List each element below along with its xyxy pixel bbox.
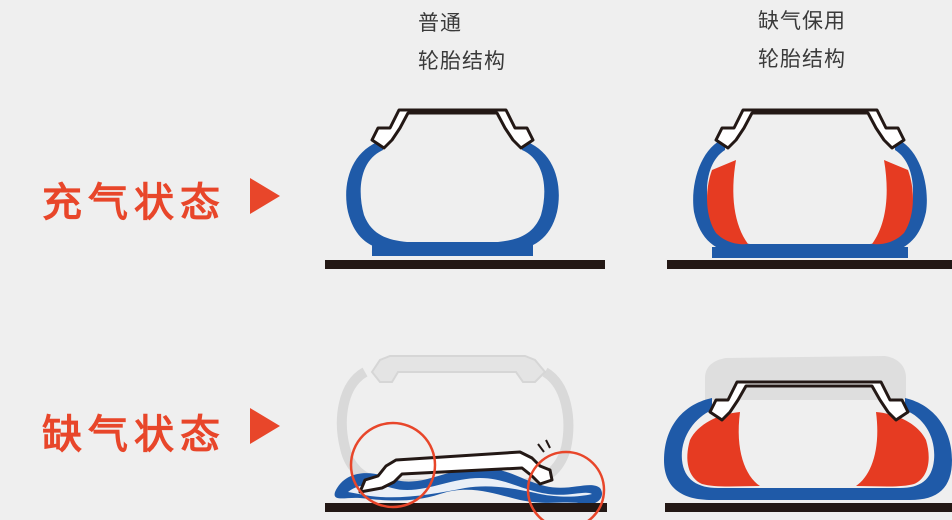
normal-inflated-tire: [325, 108, 605, 269]
runflat-deflated-insert-left: [687, 412, 760, 487]
deflated-state-label: 缺气状态: [42, 412, 226, 458]
inflated-arrow-icon: [250, 178, 280, 214]
wheel-rim: [370, 108, 535, 150]
collapsed-wheel-rim: [358, 450, 554, 494]
ground-line: [667, 260, 952, 269]
runflat-tire-header: 缺气保用 轮胎结构: [758, 2, 846, 78]
runflat-inflated-tire: [667, 108, 952, 269]
runflat-header-line1: 缺气保用: [758, 9, 846, 33]
runflat-insert-left: [707, 160, 748, 245]
collapsed-tire-inner: [348, 478, 592, 498]
rim-crack-marks: [537, 439, 551, 453]
normal-header-line1: 普通: [418, 11, 462, 35]
runflat-deflated-wheel-rim: [708, 380, 910, 422]
runflat-wheel-rim: [714, 108, 906, 150]
normal-deflated-tire: [325, 355, 607, 520]
ground-line: [325, 260, 605, 269]
tire-tread: [372, 245, 533, 256]
damage-highlight-circle-left: [349, 421, 437, 509]
runflat-deflated-insert-right: [856, 412, 929, 487]
runflat-deflated-tire: [664, 356, 952, 512]
runflat-tread: [712, 247, 908, 258]
runflat-sidewall-outer: [693, 138, 927, 254]
inflated-state-label: 充气状态: [42, 180, 226, 226]
damage-highlight-circle-right: [526, 450, 606, 520]
ghost-wheel-rim: [705, 356, 906, 400]
ghost-wheel-rim: [370, 355, 547, 383]
runflat-insert-right: [872, 160, 913, 245]
ground-line: [665, 503, 952, 512]
tire-sidewall: [346, 140, 559, 252]
normal-header-line2: 轮胎结构: [418, 49, 506, 73]
runflat-header-line2: 轮胎结构: [758, 47, 846, 71]
ground-line: [325, 503, 607, 512]
deflated-arrow-icon: [250, 408, 280, 444]
runflat-deflated-sidewall: [664, 398, 952, 500]
normal-tire-header: 普通 轮胎结构: [418, 4, 506, 80]
